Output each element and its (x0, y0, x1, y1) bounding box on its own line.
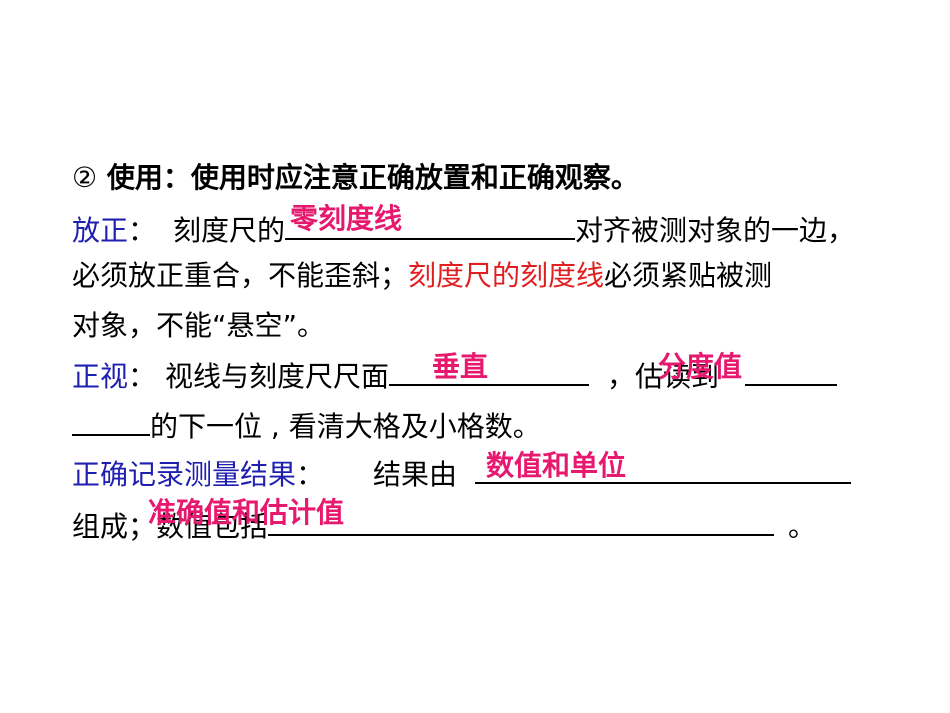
zhengshi-blank-1 (388, 358, 589, 386)
fangzheng-separator: ： (128, 214, 157, 247)
zhengshi-line2-text: 的下一位 , 看清大格及小格数。 (150, 410, 541, 443)
zhengshi-label: 正视 (72, 360, 129, 393)
jilu-label: 正确记录测量结果 (72, 458, 297, 491)
fangzheng-line2-pre: 必须放正重合，不能歪斜； (72, 259, 409, 292)
jilu-line-2: 组成；数值包括 。 (72, 508, 816, 545)
heading-text: 使用：使用时应注意正确放置和正确观察。 (106, 161, 639, 194)
heading-line: ② 使用：使用时应注意正确放置和正确观察。 (72, 160, 639, 196)
jilu-line-1: 正确记录测量结果： 结果由 (72, 456, 851, 493)
zhengshi-blank-2b (72, 408, 150, 436)
fangzheng-line-1: 放正： 刻度尺的 对齐被测对象的一边， (72, 212, 855, 249)
zhengshi-mid-text: ，估读到 (606, 360, 719, 393)
zhengshi-separator: ： (128, 360, 157, 393)
zhengshi-answer-2: 分度值 (658, 350, 743, 383)
jilu-answer-1: 数值和单位 (486, 449, 627, 482)
jilu-blank-1 (474, 456, 851, 484)
circled-number-marker: ② (72, 161, 98, 194)
fangzheng-line2-red: 刻度尺的刻度线 (408, 259, 605, 292)
zhengshi-answer-1: 垂直 (432, 350, 489, 383)
zhengshi-pre-text: 视线与刻度尺尺面 (164, 360, 389, 393)
jilu-answer-2: 准确值和估计值 (148, 496, 345, 529)
jilu-line2-pre: 组成；数值包括 (72, 510, 269, 543)
zhengshi-line-1: 正视： 视线与刻度尺尺面 ，估读到 (72, 358, 837, 395)
fangzheng-line2-post: 必须紧贴被测 (604, 259, 773, 292)
zhengshi-blank-2a (744, 358, 837, 386)
jilu-separator: ： (296, 458, 325, 491)
jilu-blank-2 (268, 508, 775, 536)
fangzheng-label: 放正 (72, 214, 129, 247)
fangzheng-line-3: 对象，不能“悬空”。 (72, 308, 325, 344)
fangzheng-line3-text: 对象，不能“悬空”。 (72, 309, 326, 342)
fangzheng-line-2: 必须放正重合，不能歪斜；刻度尺的刻度线必须紧贴被测 (72, 258, 772, 294)
fangzheng-blank (284, 212, 575, 240)
fangzheng-pre-text: 刻度尺的 (172, 214, 285, 247)
fangzheng-answer: 零刻度线 (290, 202, 403, 235)
jilu-pre-text: 结果由 (372, 458, 457, 491)
jilu-line2-post: 。 (788, 510, 817, 543)
zhengshi-line-2: 的下一位 , 看清大格及小格数。 (72, 408, 541, 445)
fangzheng-post-text: 对齐被测对象的一边， (574, 214, 855, 247)
